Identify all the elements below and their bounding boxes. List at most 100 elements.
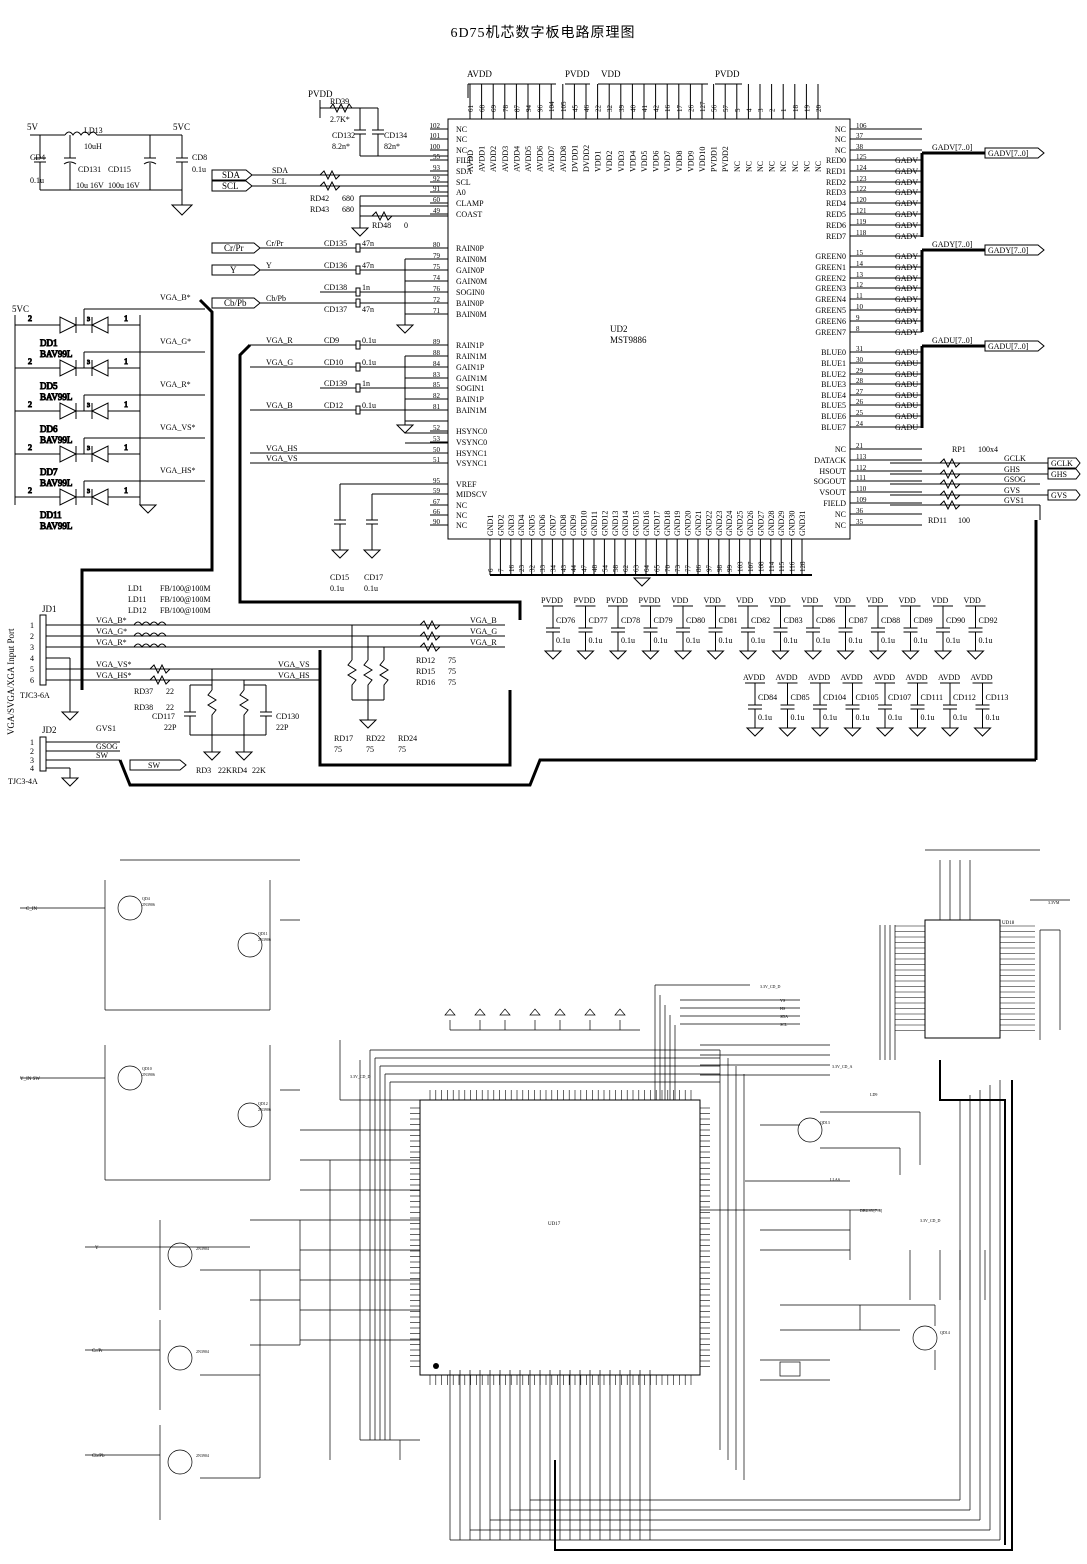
net-33v-left: 3.3V_CD_D [350, 1074, 370, 1079]
ud2-pin-num: 100 [430, 143, 441, 151]
cap-power-label: AVDD [938, 673, 960, 682]
cap-ref: CD88 [881, 616, 900, 625]
ud2-pin-name: PVDD2 [721, 146, 730, 172]
ud2-pin-name: AVDD [466, 150, 475, 172]
jd1-out-b: VGA_B [470, 616, 497, 625]
ud2-pin-name: GND10 [580, 511, 589, 536]
ud2-pin-name: AVDD4 [512, 146, 521, 172]
ud2-pin-num: 49 [433, 207, 441, 215]
ld1-value: FB/100@100M [160, 584, 211, 593]
ud2-pin-num: 39 [618, 105, 626, 113]
ud2-pin-num: 45 [571, 105, 579, 113]
ud2-pin-num: 78 [502, 105, 510, 113]
cap-ref: CD111 [921, 693, 944, 702]
rd11-value: 100 [958, 516, 970, 525]
cd131-label: CD131 [78, 165, 101, 174]
rd24-label: RD24 [398, 734, 417, 743]
cd130-value: 22P [276, 723, 289, 732]
cap-value: 0.1u [914, 636, 928, 645]
ud2-pin-name: GND8 [559, 515, 568, 536]
ud18-ref: UD18 [1002, 921, 1015, 926]
port-gvs: GVS [1051, 491, 1067, 500]
rd17-label: RD17 [334, 734, 353, 743]
ud2-pin-num: 69 [490, 105, 498, 113]
ud2-pin-num: 79 [433, 252, 441, 260]
ud2-pin-num: 128 [799, 561, 807, 572]
connector-jd1 [39, 614, 505, 761]
cap-power-label: AVDD [776, 673, 798, 682]
ud2-pin-num: 90 [433, 518, 441, 526]
ud2-pin-num: 104 [548, 101, 556, 112]
ud2-pin-num: 32 [529, 565, 537, 573]
ud2-pin-num: 113 [856, 453, 867, 461]
ud2-pin-name: VDD2 [605, 151, 614, 172]
ud2-pin-name: GND12 [600, 511, 609, 536]
cap-power-label: AVDD [873, 673, 895, 682]
ud2-pin-num: 81 [433, 403, 441, 411]
net-33v-cd2: 3.3V_CD_D [920, 1218, 940, 1223]
net-gvs1: GVS1 [1004, 496, 1024, 505]
jd1-out-vs: VGA_VS [278, 660, 310, 669]
ud2-pin-name: GREEN5 [815, 306, 846, 315]
diode-ref: DD7 [40, 467, 58, 477]
ud2-pin-num: 60 [433, 196, 441, 204]
ud2-pin-num: 35 [856, 518, 864, 526]
cap-value: 0.1u [589, 636, 603, 645]
decoupling-caps-row2: AVDDCD840.1uAVDDCD850.1uAVDDCD1040.1uAVD… [743, 673, 1008, 737]
ud2-pin-net: GADU [895, 401, 918, 410]
ground-icon [632, 577, 652, 587]
port-crpr: Cr/Pr [224, 243, 244, 253]
ud2-pin-name: GAIN0M [456, 277, 487, 286]
net-vga-r-star: VGA_R* [160, 380, 191, 389]
cap-value: 0.1u [953, 713, 967, 722]
cd8-value: 0.1u [192, 165, 206, 174]
net-vga-b: VGA_B [266, 401, 293, 410]
ud2-pin-num: 37 [856, 132, 864, 140]
power-rails-top [467, 83, 742, 98]
cd138-value: 1n [362, 283, 370, 292]
ud2-pin-name: VREF [456, 480, 477, 489]
ud2-pin-net: GADU [895, 370, 918, 379]
ud2-pin-net: GADU [895, 380, 918, 389]
ud2-pin-num: 14 [856, 260, 864, 268]
ud2-pin-num: 114 [768, 561, 776, 572]
cap-ref: CD83 [784, 616, 803, 625]
ground-icon [641, 650, 660, 660]
ud2-pin-name: GREEN3 [815, 284, 846, 293]
net-5v: 5V [27, 122, 39, 132]
ud2-pin-num: 26 [687, 105, 695, 113]
ud2-pin-num: 62 [622, 565, 630, 573]
net-hs-lower: HS [780, 1006, 785, 1011]
cd17-label: CD17 [364, 573, 383, 582]
rd42-label: RD42 [310, 194, 329, 203]
cap-ref: CD78 [621, 616, 640, 625]
ud2-pin-name: DVDD2 [582, 145, 591, 172]
cap-power-label: AVDD [841, 673, 863, 682]
net-vga-hs: VGA_HS [266, 444, 298, 453]
cap-power-label: VDD [704, 596, 722, 605]
cd135-label: CD135 [324, 239, 347, 248]
ud2-pin-name: VSOUT [819, 488, 846, 497]
diode-icon [90, 445, 109, 463]
jd1-pin-num: 1 [30, 621, 34, 630]
diode-pin: 2 [28, 400, 32, 409]
ud2-pin-num: 64 [643, 565, 651, 573]
jd1-pin-num: 2 [30, 632, 34, 641]
diode-ref: DD11 [40, 510, 62, 520]
ud2-pin-name: AVDD3 [501, 146, 510, 172]
rd37-label: RD37 [134, 687, 153, 696]
ud2-pin-num: 72 [433, 296, 441, 304]
ud2-pin-num: 86 [695, 565, 703, 573]
ud2-pin-name: GND31 [798, 511, 807, 536]
net-vga-g-star: VGA_G* [160, 337, 191, 346]
ud2-pin-net: GADY [895, 284, 918, 293]
cd17-value: 0.1u [364, 584, 378, 593]
cd136-label: CD136 [324, 261, 347, 270]
ud2-pin-num: 10 [856, 303, 864, 311]
ud2-pin-name: SOGIN1 [456, 384, 484, 393]
port-ghs: GHS [1051, 470, 1067, 479]
lower-labels: C_IN Y_IN SW Y Cr/Pr Cb/Pb QD4 QD10 QD11… [20, 896, 1060, 1459]
ground-icon [810, 727, 830, 737]
ud2-pin-name: NC [835, 146, 846, 155]
